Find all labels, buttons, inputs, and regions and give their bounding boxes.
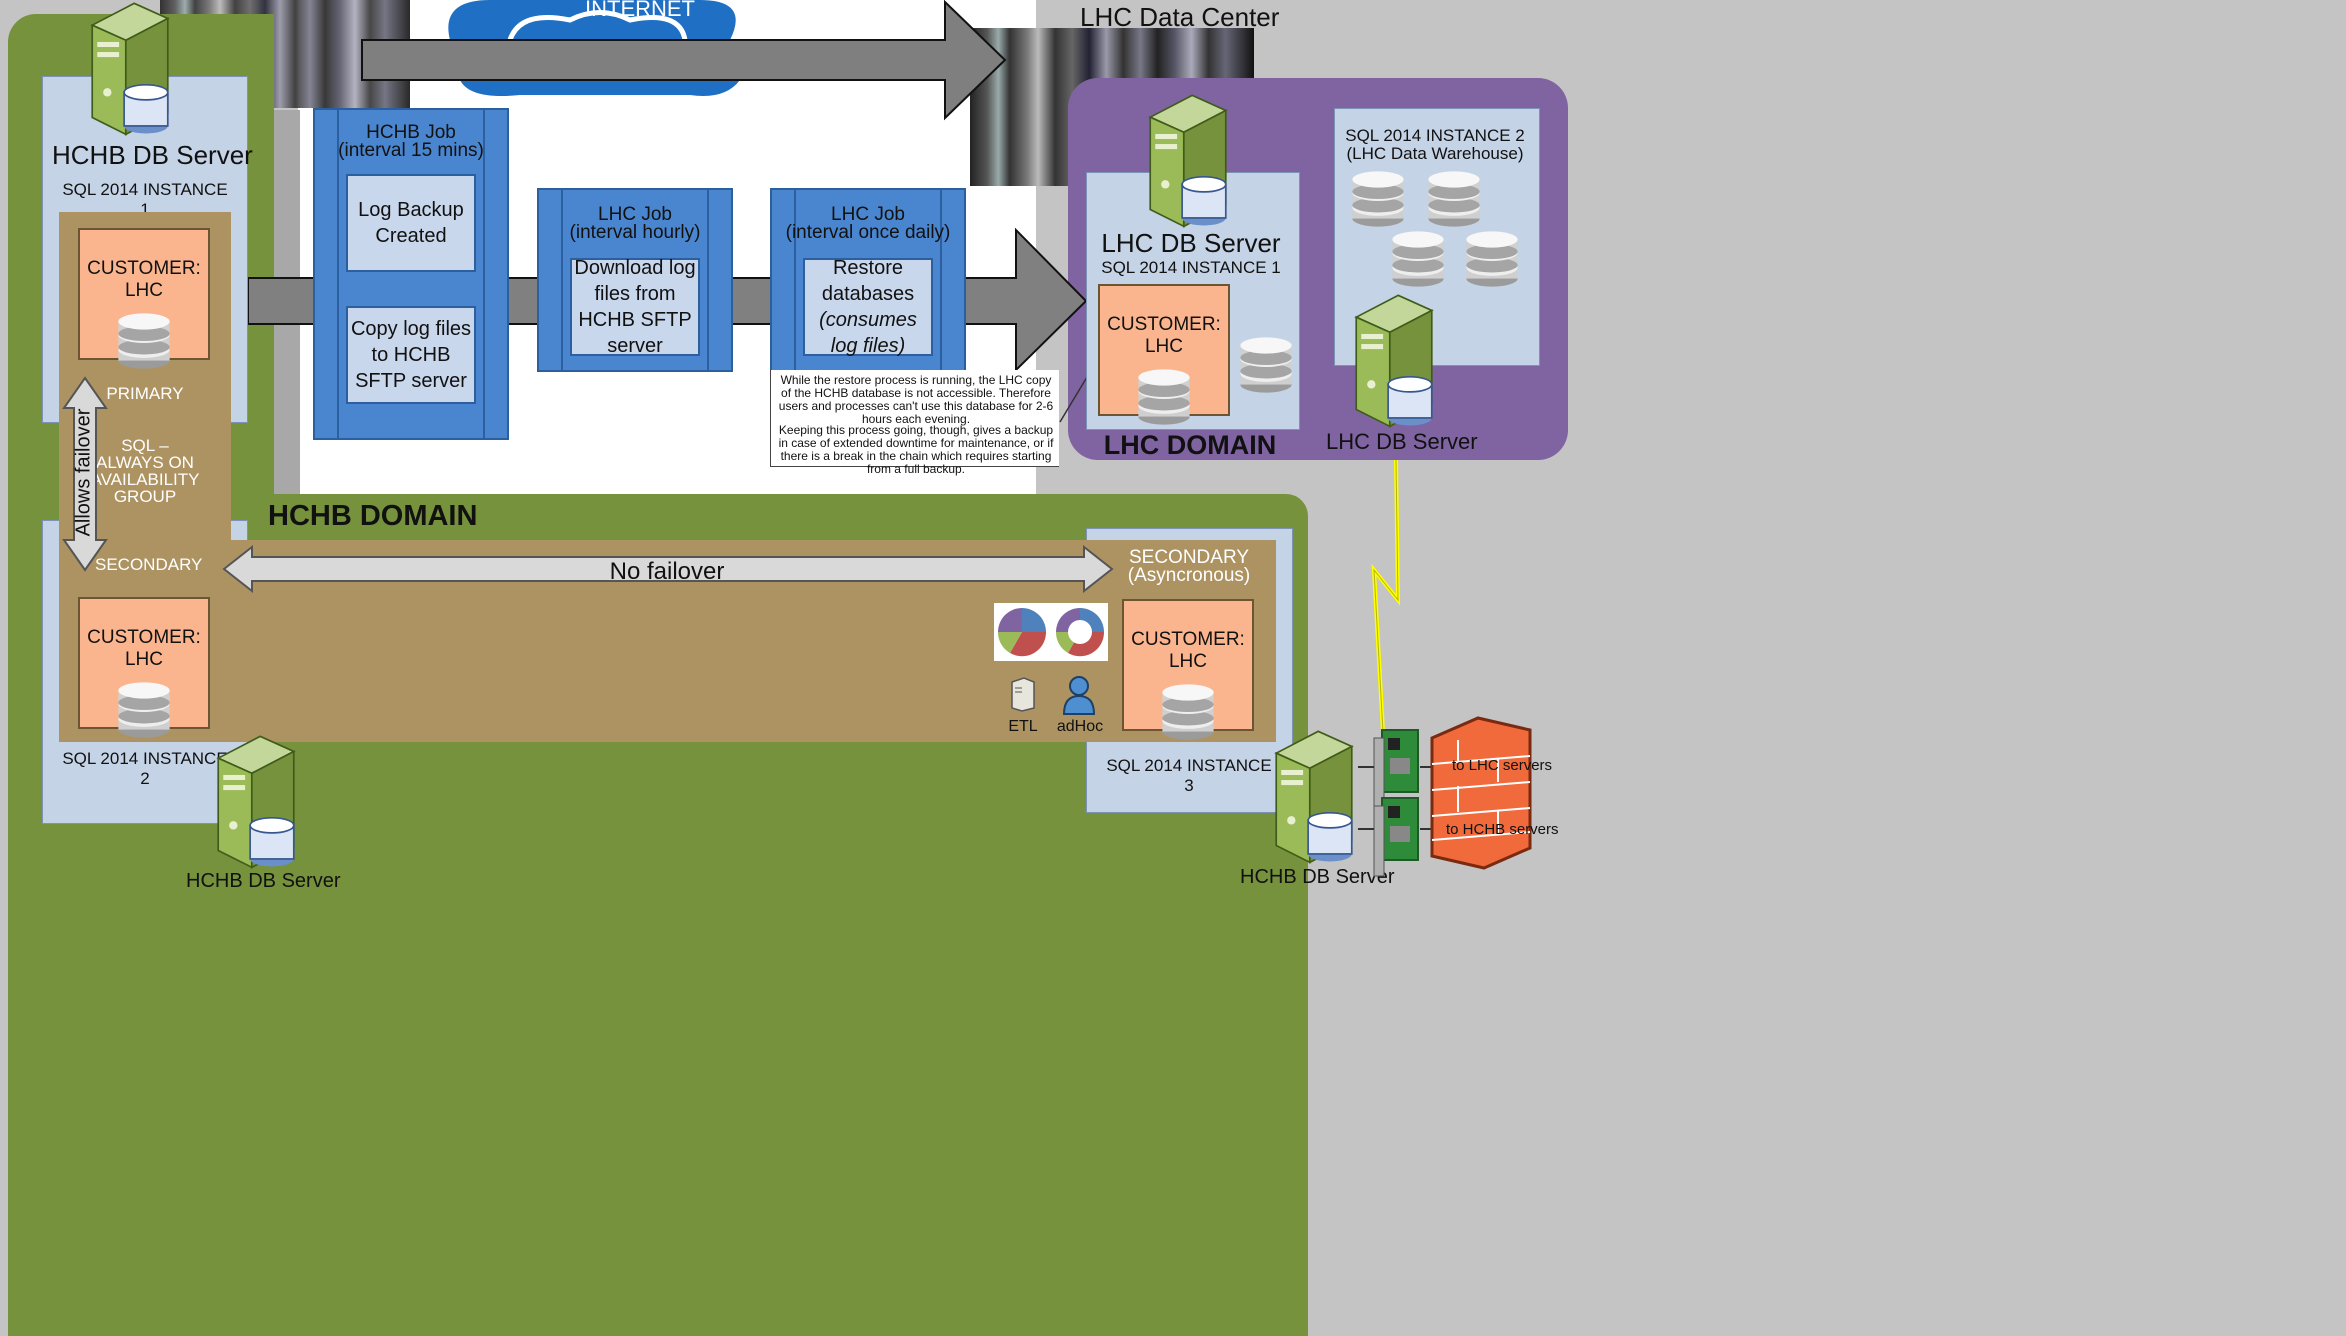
adhoc-label: adHoc (1056, 718, 1104, 735)
hchb-server-bottom-icon (217, 735, 295, 869)
network-line (1358, 828, 1374, 830)
no-failover-arrow (222, 545, 1114, 593)
hchb-server-right-label: HCHB DB Server (1240, 866, 1395, 888)
lhc-server1-icon (1149, 94, 1227, 228)
etl-server-icon (1011, 677, 1035, 712)
job-step: Download log files from HCHB SFTP server (570, 257, 700, 357)
network-card-icon (1373, 797, 1419, 877)
network-line (1358, 766, 1374, 768)
etl-label: ETL (1008, 718, 1038, 735)
database-icon (1428, 171, 1480, 227)
lhc-server2-label: LHC DB Server (1326, 429, 1478, 454)
lhc-instance2-sub-label: (LHC Data Warehouse) (1346, 144, 1524, 163)
hchb-domain-label: HCHB DOMAIN (268, 500, 478, 532)
job-frame-right (940, 190, 964, 370)
allows-failover-arrow (62, 376, 108, 572)
job-interval: (interval 15 mins) (338, 140, 484, 161)
ag-line2: ALWAYS ON (96, 453, 194, 472)
hchb-server-right-icon (1275, 730, 1353, 864)
database-icon (118, 313, 170, 369)
lhc-daily-job: LHC Job (interval once daily) Restore da… (770, 188, 966, 372)
allows-failover-label: Allows failover (72, 408, 95, 537)
lhc-instance2-label: SQL 2014 INSTANCE 2 (1345, 126, 1525, 145)
to-hchb-servers-label: to HCHB servers (1446, 821, 1559, 838)
job-step-note: (consumes log files) (819, 309, 917, 357)
job-step: Restore databases (821, 257, 915, 305)
note-paragraph-1: While the restore process is running, th… (778, 373, 1054, 426)
customer-label: CUSTOMER: LHC (1107, 314, 1221, 357)
job-interval: (interval hourly) (569, 222, 701, 243)
lhc-domain-label: LHC DOMAIN (1103, 430, 1277, 460)
database-icon (118, 682, 170, 738)
customer-label: CUSTOMER: LHC (87, 258, 201, 301)
note-box (770, 370, 1059, 467)
ag-line3: AVAILABILITY (90, 470, 200, 489)
to-lhc-servers-label: to LHC servers (1452, 757, 1553, 774)
ag-line4: GROUP (113, 487, 177, 506)
database-icon (1466, 231, 1518, 287)
database-icon (1138, 369, 1190, 425)
lhc-hourly-job: LHC Job (interval hourly) Download log f… (537, 188, 733, 372)
customer-box-async: CUSTOMER: LHC (1122, 599, 1254, 740)
job-frame-left (315, 110, 339, 438)
customer-label: CUSTOMER: LHC (87, 627, 201, 670)
secondary-async-sub-label: (Asyncronous) (1127, 565, 1251, 586)
pie-chart-icon (997, 608, 1047, 657)
hchb-server-bottom-label: HCHB DB Server (186, 870, 341, 892)
hchb-instance3-label: SQL 2014 INSTANCE 3 (1106, 756, 1272, 795)
customer-box-secondary: CUSTOMER: LHC (78, 597, 210, 738)
database-icon (1352, 171, 1404, 227)
database-icon (1392, 231, 1444, 287)
database-icon (1162, 684, 1214, 740)
customer-label: CUSTOMER: LHC (1131, 629, 1245, 672)
job-title: LHC Job (598, 204, 672, 225)
job-step-restore: Restore databases (consumes log files) (803, 257, 933, 357)
hchb-server-top-icon (91, 2, 169, 136)
note-paragraph-2: Keeping this process going, though, give… (778, 423, 1054, 476)
customer-box-primary: CUSTOMER: LHC (78, 228, 210, 369)
job-step: Log Backup Created (346, 174, 476, 272)
job-step: Copy log files to HCHB SFTP server (346, 306, 476, 404)
lhc-server2-icon (1355, 294, 1433, 428)
firewall-icon (1430, 716, 1532, 870)
job-interval: (interval once daily) (785, 222, 951, 243)
donut-chart-icon (1055, 608, 1105, 657)
hchb-server-top-label: HCHB DB Server (52, 140, 253, 170)
job-title: LHC Job (831, 204, 905, 225)
job-title: HCHB Job (366, 122, 456, 143)
job-frame-left (539, 190, 563, 370)
no-failover-label: No failover (609, 558, 725, 585)
internet-arrow (361, 0, 1007, 121)
network-card-icon (1373, 729, 1419, 809)
ag-line1: SQL – (121, 436, 169, 455)
primary-label: PRIMARY (106, 384, 184, 403)
job-frame-right (483, 110, 507, 438)
lightning-bolt-icon (1371, 460, 1401, 750)
secondary-async-label: SECONDARY (1128, 547, 1249, 568)
lhc-server1-label: LHC DB Server (1101, 228, 1281, 258)
internet-label: INTERNET (585, 0, 695, 21)
job-frame-left (772, 190, 796, 370)
hchb-instance1-label: SQL 2014 INSTANCE 1 (62, 180, 228, 219)
hchb-instance2-label: SQL 2014 INSTANCE 2 (62, 749, 228, 788)
hchb-job: HCHB Job (interval 15 mins) Log Backup C… (313, 108, 509, 440)
lhc-instance1-label: SQL 2014 INSTANCE 1 (1101, 258, 1281, 277)
lhc-data-center-label: LHC Data Center (1080, 2, 1280, 32)
job-frame-right (707, 190, 731, 370)
database-icon (1240, 337, 1292, 393)
user-icon (1062, 676, 1096, 715)
lhc-customer-box: CUSTOMER: LHC (1098, 284, 1230, 425)
secondary-label: SECONDARY (95, 555, 203, 574)
